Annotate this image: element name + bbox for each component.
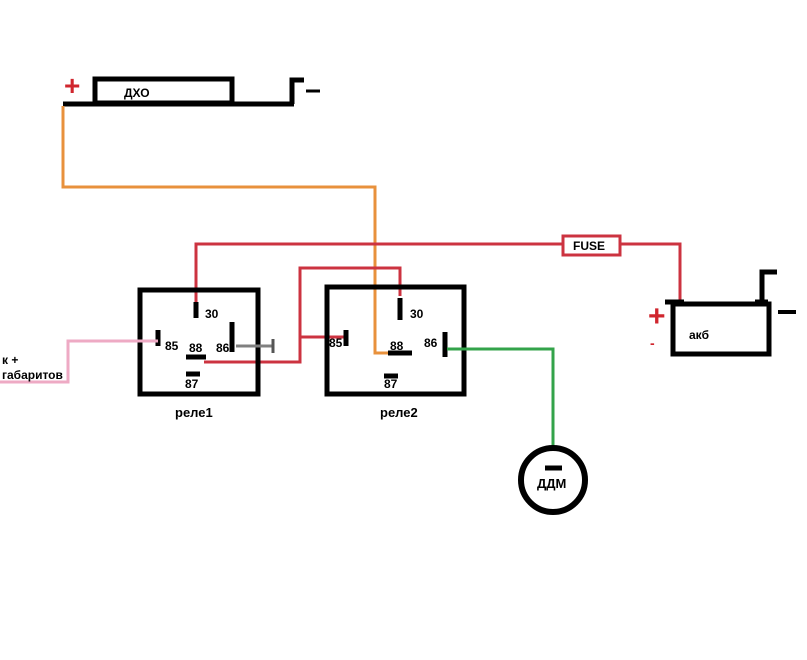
fuse-body	[561, 234, 622, 257]
battery-plus-sign: +	[648, 300, 666, 333]
drl-ground-hook	[289, 77, 304, 104]
sensor-label: ДДМ	[537, 476, 566, 491]
relay2-pin-86: 86	[424, 336, 438, 350]
drl-lamp: ДХО +	[63, 70, 320, 107]
parking-lights-label-line2: габаритов	[2, 368, 63, 382]
drl-lamp-body	[92, 76, 235, 106]
relay2-pin-87: 87	[384, 377, 398, 391]
relay1-pin-87: 87	[185, 377, 199, 391]
relay2-body	[324, 284, 467, 397]
parking-lights-label-line1: к +	[2, 353, 18, 367]
wire-red-battery	[620, 242, 682, 302]
relay2: 30 85 88 86 87 реле2	[324, 284, 467, 420]
wire-red-main	[194, 242, 563, 303]
relay1-pin-85: 85	[165, 339, 179, 353]
fuse: FUSE	[561, 234, 622, 257]
battery-body	[670, 301, 772, 357]
relay2-pin-30: 30	[410, 307, 424, 321]
wire-green-sensor	[447, 347, 555, 468]
relay1-pin-88: 88	[189, 341, 203, 355]
relay2-name: реле2	[380, 405, 418, 420]
battery-minus-mark: -	[650, 335, 655, 351]
battery: + - акб	[648, 269, 796, 357]
relay1: 30 85 88 86 87 реле1	[137, 287, 261, 420]
wire-pink-parking	[0, 339, 158, 384]
wire-red-relays	[204, 266, 402, 364]
sensor-body	[518, 445, 588, 515]
fuse-label: FUSE	[573, 239, 605, 253]
battery-ground-hook	[759, 269, 777, 302]
relay2-pin-85: 85	[329, 336, 343, 350]
relay1-pin-30: 30	[205, 307, 219, 321]
oil-pressure-sensor: ДДМ	[518, 445, 588, 515]
relay1-ground-stub	[236, 339, 275, 353]
drl-plus-sign: +	[64, 70, 80, 101]
drl-lamp-label: ДХО	[124, 86, 150, 100]
relay2-pin-88: 88	[390, 339, 404, 353]
battery-label: акб	[689, 328, 709, 342]
relay1-name: реле1	[175, 405, 213, 420]
wire-orange-drl	[61, 106, 388, 355]
relay1-pin-86: 86	[216, 341, 230, 355]
